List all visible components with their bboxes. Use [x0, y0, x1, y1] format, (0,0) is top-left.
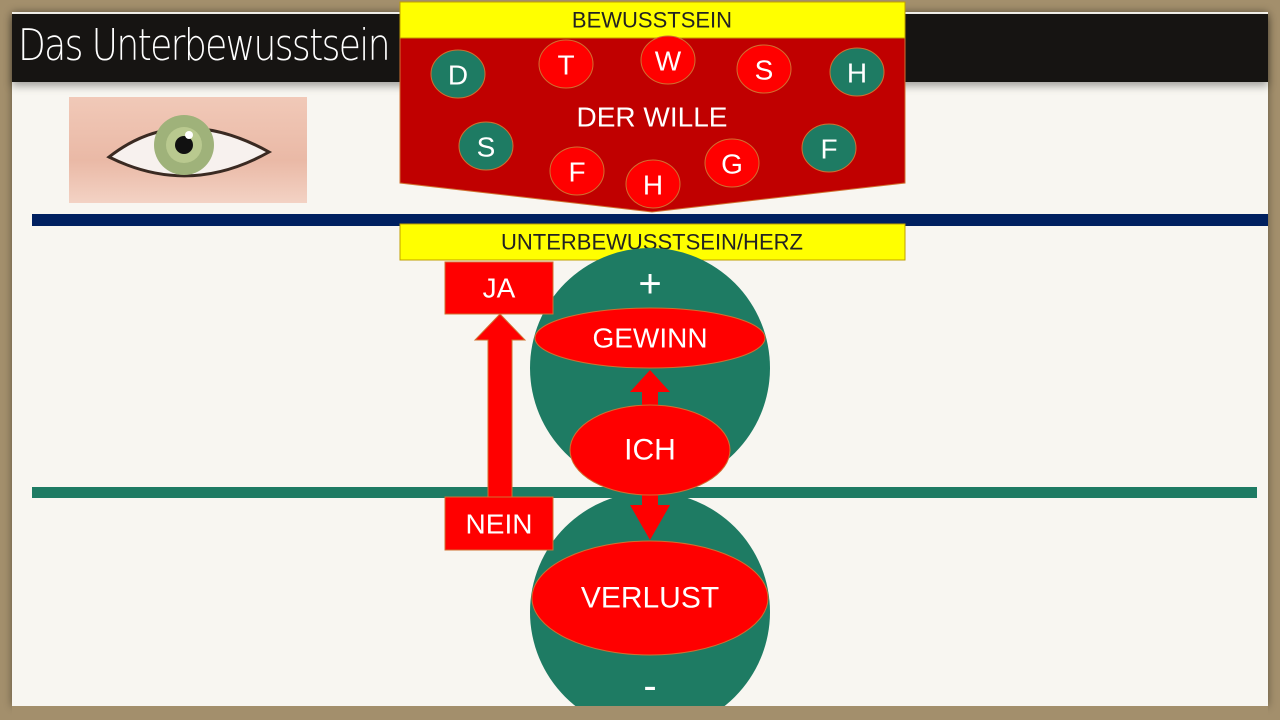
ich-ellipse	[569, 404, 731, 496]
will-letter-circle	[704, 138, 760, 188]
bewusstsein-label: BEWUSSTSEIN	[572, 8, 732, 33]
bewusstsein-label-box	[399, 1, 906, 39]
nein-box	[444, 496, 554, 551]
will-letter: H	[643, 170, 663, 201]
eye-icon	[106, 115, 273, 178]
will-letter-circle	[736, 44, 792, 94]
will-letter-circle	[549, 146, 605, 196]
eye-image	[69, 97, 307, 203]
will-letter-circle	[430, 49, 486, 99]
will-letter-circle	[625, 159, 681, 209]
will-letter-circle	[640, 35, 696, 85]
arrow-down-to-verlust	[630, 490, 670, 540]
will-letter-circle	[458, 121, 514, 171]
will-letter: T	[557, 50, 574, 81]
ich-label: ICH	[624, 434, 676, 467]
will-letter: F	[568, 157, 585, 188]
will-letter-circle	[829, 47, 885, 97]
unterbewusstsein-label-box	[399, 223, 906, 261]
will-letter: G	[721, 149, 743, 180]
will-letter-circle	[538, 39, 594, 89]
minus-sign: -	[643, 664, 656, 708]
will-letter: D	[448, 60, 468, 91]
will-letter: S	[755, 55, 774, 86]
will-label: DER WILLE	[577, 102, 728, 133]
arrow-nein-to-ja	[473, 313, 527, 498]
nein-label: NEIN	[466, 509, 533, 540]
arrow-up-to-gewinn	[630, 370, 670, 405]
will-letter: H	[847, 58, 867, 89]
will-letter-circle	[801, 123, 857, 173]
gewinn-ellipse	[534, 307, 766, 369]
ja-label: JA	[483, 273, 516, 304]
slide-title: Das Unterbewusstsein	[18, 20, 391, 71]
verlust-label: VERLUST	[581, 582, 719, 615]
will-letter: W	[655, 46, 682, 77]
will-letter: S	[477, 132, 496, 163]
plus-sign: +	[638, 262, 661, 306]
consciousness-divider-line	[32, 214, 1268, 226]
gewinn-label: GEWINN	[592, 323, 707, 354]
ja-box	[444, 261, 554, 315]
will-letter: F	[820, 134, 837, 165]
verlust-ellipse	[531, 540, 769, 656]
